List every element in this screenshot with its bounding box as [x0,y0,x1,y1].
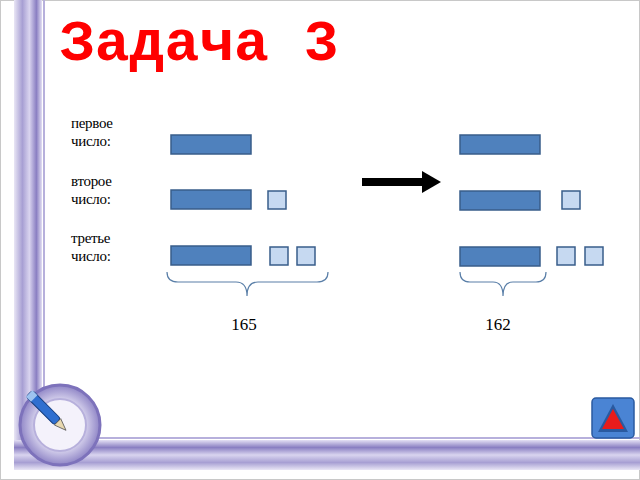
unit-square [585,247,603,265]
row-label: второе число: [71,172,133,208]
frame-line [43,0,45,438]
frame-band-bottom [14,440,640,470]
nav-triangle-outline [598,404,628,432]
sum-number: 162 [485,316,511,333]
unit-square [297,247,315,265]
number-bar [460,247,540,266]
row-label: первое число: [71,114,133,150]
title-wrap: Задача 3 [60,16,338,74]
number-bar [171,246,251,265]
frame-band-left [14,0,42,440]
slide-title: Задача 3 [60,16,338,74]
label-wrap: 162 [498,316,524,333]
brace [460,272,546,296]
label-wrap: третье число: [71,229,133,265]
sum-number: 165 [231,316,257,333]
unit-square [270,247,288,265]
label-wrap: второе число: [71,172,133,208]
nav-triangle [602,409,624,429]
frame-line [44,437,640,439]
number-bar [171,190,251,209]
unit-square [557,247,575,265]
transform-arrow [362,178,424,186]
nav-button [592,398,634,438]
pen-icon [26,390,69,433]
unit-square [268,191,286,209]
brace [167,272,328,296]
number-bar [171,135,251,154]
label-wrap: первое число: [71,114,133,150]
pen-badge [20,385,100,465]
row-label: третье число: [71,229,133,265]
label-wrap: 165 [244,316,270,333]
arrow-head [422,171,441,193]
unit-square [562,191,580,209]
number-bar [460,135,540,154]
number-bar [460,191,540,210]
